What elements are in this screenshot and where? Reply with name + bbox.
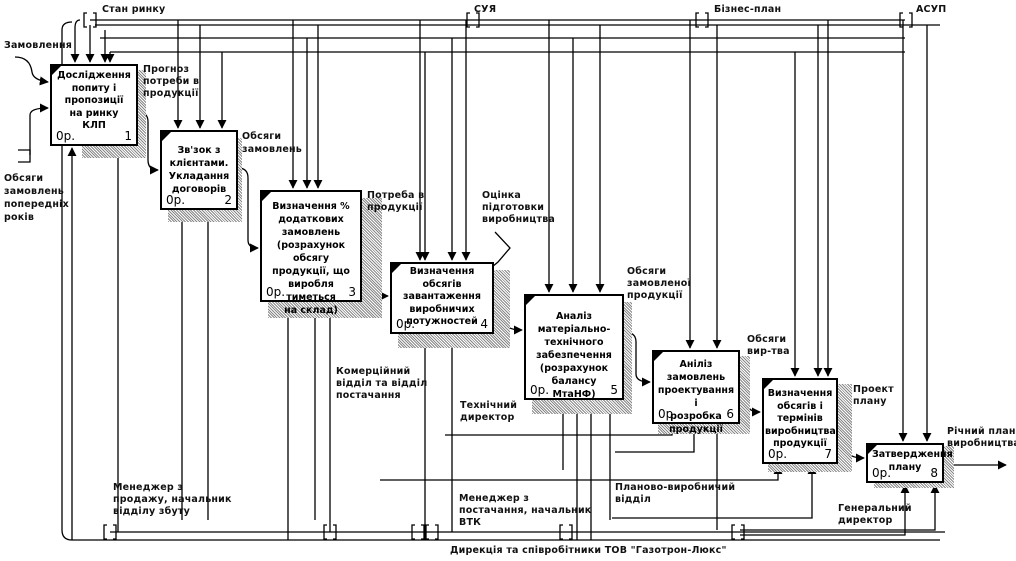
input-tunnel bbox=[18, 149, 31, 163]
flow-label-obsiagy-zamovlenoi: Обсяги замовленої продукції bbox=[627, 266, 691, 301]
control-bus-loop bbox=[61, 21, 73, 541]
activity-box-6[interactable]: Аніліз замовлень проектування і розробка… bbox=[652, 350, 740, 435]
box-title: Аніліз замовлень проектування і розробка… bbox=[657, 359, 735, 435]
mechanism-arrow-box7 bbox=[380, 465, 783, 481]
flow-label-obsiagy-zamovlen: Обсяги замовлень bbox=[242, 131, 303, 155]
mechanism-label-menedzher-prodazh: Менеджер з продажу, начальник відділу зб… bbox=[113, 482, 232, 517]
mechanism-label-planovo: Планово-виробничий відділ bbox=[615, 482, 736, 505]
tunnel-planovo bbox=[559, 524, 573, 540]
box-corner-mark bbox=[162, 132, 171, 141]
box-number: 6 bbox=[726, 407, 734, 421]
box-corner-mark bbox=[392, 264, 401, 273]
box-title: Визначення % додаткових замовлень (розра… bbox=[272, 201, 350, 316]
box-title: Визначення обсягів завантаження виробнич… bbox=[403, 266, 481, 327]
activity-box-1[interactable]: Дослідження попиту і пропозиції на ринку… bbox=[50, 64, 138, 146]
input-arrow-obsiagy bbox=[29, 103, 49, 155]
box-number: 3 bbox=[348, 285, 356, 299]
activity-box-7[interactable]: Визначення обсягів і термінів виробництв… bbox=[762, 378, 838, 464]
activity-box-2[interactable]: Зв'зок з клієнтами. Укладання договорів … bbox=[160, 130, 238, 210]
box-cost: 0р. bbox=[396, 317, 416, 331]
box-cost: 0р. bbox=[56, 129, 76, 143]
tunnel-asup bbox=[899, 12, 913, 28]
control-label-biznes-plan: Бізнес-план bbox=[714, 4, 782, 15]
activity-box-8[interactable]: Затвердження плану 0р. 8 bbox=[866, 443, 953, 483]
box-number: 7 bbox=[824, 447, 832, 461]
box-cost: 0р. bbox=[266, 285, 286, 299]
flow-label-prognoz: Прогноз потреби в продукції bbox=[143, 64, 200, 99]
flow-label-obsiagy-vyr: Обсяги вир-тва bbox=[747, 334, 790, 357]
box-number: 8 bbox=[930, 466, 938, 480]
flow-label-potreba: Потреба в продукції bbox=[367, 190, 425, 213]
flow-label-otsinka: Оцінка підготовки виробництва bbox=[482, 190, 556, 225]
box-corner-mark bbox=[526, 296, 535, 305]
mechanism-label-tekhnichnyi: Технічний директор bbox=[460, 400, 518, 423]
mechanism-arrow-box8 bbox=[740, 484, 910, 536]
mechanism-arrow-box6 bbox=[615, 425, 699, 453]
box-corner-mark bbox=[654, 352, 663, 361]
box-number: 4 bbox=[480, 317, 488, 331]
box-corner-mark bbox=[764, 380, 773, 389]
flow-label-proekt-planu: Проект плану bbox=[853, 384, 894, 407]
input-label-zamovlennia: Замовлення bbox=[4, 40, 73, 51]
box-corner-mark bbox=[52, 66, 61, 75]
box-cost: 0р. bbox=[872, 466, 892, 480]
tunnel-biznes-plan bbox=[695, 12, 709, 28]
box-title: Аналіз матеріально- технічного забезпече… bbox=[536, 311, 612, 400]
box-number: 1 bbox=[124, 129, 132, 143]
output-arrow-box2-box3 bbox=[237, 167, 259, 253]
box-cost: 0р. bbox=[768, 447, 788, 461]
mechanism-arrow-box6 bbox=[445, 425, 677, 436]
activity-box-5[interactable]: Аналіз матеріально- технічного забезпече… bbox=[524, 294, 624, 400]
input-label-obsiagy-poperednih: Обсяги замовлень попередніх років bbox=[4, 173, 69, 223]
box-number: 5 bbox=[610, 383, 618, 397]
mechanism-label-komertsiinyi: Комерційний відділ та відділ постачання bbox=[336, 366, 428, 401]
mechanism-label-menedzher-postach: Менеджер з постачання, начальник ВТК bbox=[459, 493, 592, 528]
activity-box-4[interactable]: Визначення обсягів завантаження виробнич… bbox=[390, 262, 494, 334]
tunnel-postach bbox=[425, 524, 439, 540]
control-label-stan-rynku: Стан ринку bbox=[102, 4, 166, 15]
box-title: Визначення обсягів і термінів виробництв… bbox=[765, 388, 836, 449]
control-label-asup: АСУП bbox=[916, 4, 947, 15]
box-cost: 0р. bbox=[166, 193, 186, 207]
tunnel-postach bbox=[411, 524, 425, 540]
activity-box-3[interactable]: Визначення % додаткових замовлень (розра… bbox=[260, 190, 362, 316]
mechanism-label-generalnyi: Генеральний директор bbox=[838, 503, 912, 526]
tunnel-generalnyi bbox=[731, 524, 745, 540]
box-number: 2 bbox=[224, 193, 232, 207]
control-label-suya: СУЯ bbox=[474, 4, 497, 15]
tunnel-suya bbox=[466, 12, 480, 28]
box-cost: 0р. bbox=[658, 407, 678, 421]
tunnel-menedzher-prodazh bbox=[103, 524, 117, 540]
input-arrow-zamovlennia bbox=[14, 56, 49, 86]
tunnel-komertsiinyi bbox=[323, 524, 337, 540]
box-cost: 0р. bbox=[530, 383, 550, 397]
box-title: Дослідження попиту і пропозиції на ринку… bbox=[57, 70, 131, 131]
box-corner-mark bbox=[868, 445, 877, 454]
box-title: Затвердження плану bbox=[872, 449, 953, 473]
box-title: Зв'зок з клієнтами. Укладання договорів bbox=[168, 145, 230, 195]
output-label-richnyi-plan: Річний план виробництва bbox=[947, 426, 1016, 449]
mechanism-arrow-box7 bbox=[612, 465, 817, 519]
mechanism-arrow-box8 bbox=[740, 484, 940, 531]
mechanism-label-dyrektsiia: Дирекція та співробітники ТОВ "Газотрон-… bbox=[450, 545, 727, 556]
control-arrow-box1 bbox=[70, 19, 81, 63]
tunnel-stan-rynku bbox=[83, 12, 97, 28]
box-corner-mark bbox=[262, 192, 271, 201]
